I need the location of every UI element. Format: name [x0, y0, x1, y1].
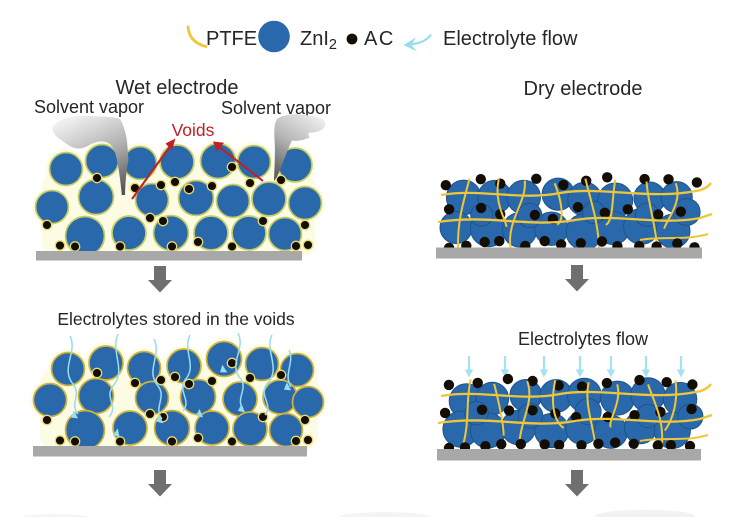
- svg-text:Wet electrode: Wet electrode: [115, 77, 238, 99]
- svg-text:PTFE: PTFE: [206, 28, 257, 50]
- svg-text:Voids: Voids: [172, 120, 215, 140]
- svg-text:Electrolyte flow: Electrolyte flow: [443, 28, 578, 50]
- svg-text:Dry electrode: Dry electrode: [524, 78, 643, 100]
- svg-text:Solvent vapor: Solvent vapor: [221, 98, 331, 118]
- svg-text:Electrolytes flow: Electrolytes flow: [518, 329, 649, 349]
- svg-text:Electrolytes stored in the voi: Electrolytes stored in the voids: [57, 309, 295, 329]
- svg-text:AC: AC: [364, 28, 395, 50]
- svg-text:Solvent vapor: Solvent vapor: [34, 97, 144, 117]
